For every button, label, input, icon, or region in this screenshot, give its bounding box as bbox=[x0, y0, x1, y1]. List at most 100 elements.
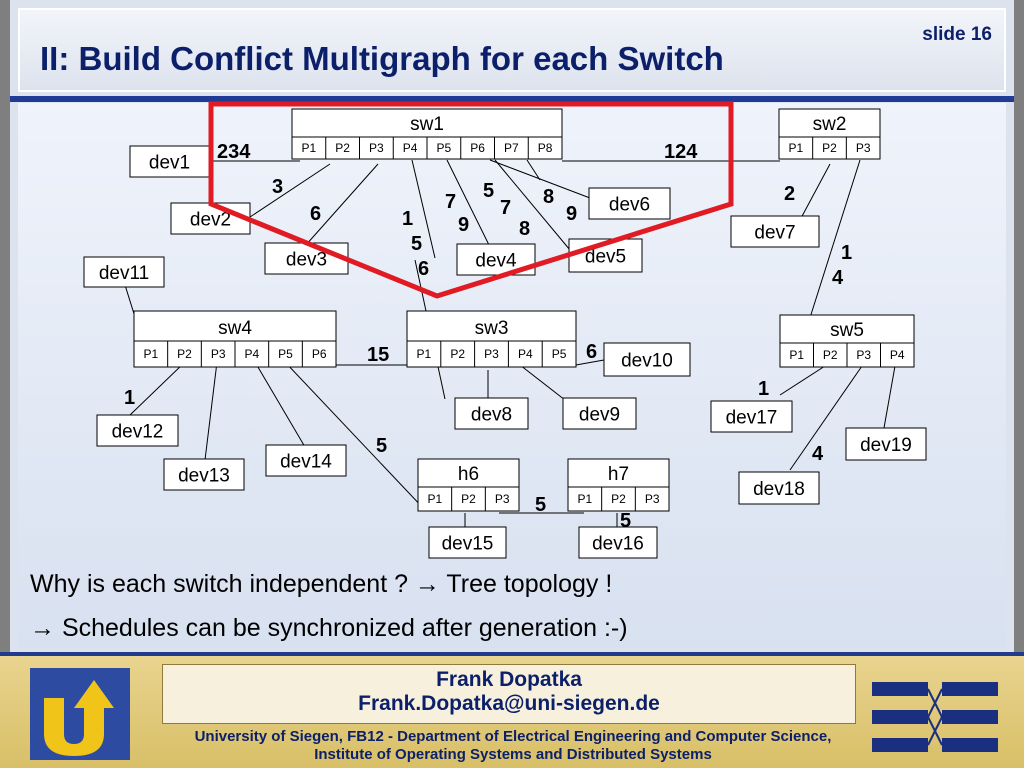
conflict-label: 15 bbox=[367, 344, 389, 366]
device-label-dev2: dev2 bbox=[190, 210, 231, 231]
port-sw5-P3: P3 bbox=[856, 348, 871, 362]
device-dev2: dev2 bbox=[170, 202, 251, 235]
university-logo bbox=[30, 668, 130, 760]
device-dev10: dev10 bbox=[603, 342, 691, 377]
device-dev16: dev16 bbox=[578, 526, 658, 559]
link-7 bbox=[526, 159, 541, 181]
device-label-dev17: dev17 bbox=[726, 408, 778, 429]
port-sw1-P8: P8 bbox=[538, 141, 553, 155]
link-15 bbox=[284, 361, 426, 511]
device-label-dev6: dev6 bbox=[609, 195, 650, 216]
port-h6-P3: P3 bbox=[495, 492, 510, 506]
institute-line-1: University of Siegen, FB12 - Department … bbox=[194, 728, 832, 745]
port-h6-P1: P1 bbox=[427, 492, 442, 506]
switch-label-sw3: sw3 bbox=[475, 318, 509, 339]
device-label-dev10: dev10 bbox=[621, 351, 673, 372]
switch-label-h7: h7 bbox=[608, 464, 629, 485]
device-label-dev3: dev3 bbox=[286, 250, 327, 271]
link-lines bbox=[124, 159, 896, 527]
link-20 bbox=[575, 359, 605, 366]
conflict-label: 5 bbox=[483, 180, 494, 202]
caption-tree-topology: Why is each switch independent ? → Tree … bbox=[30, 570, 613, 598]
device-label-dev1: dev1 bbox=[149, 153, 190, 174]
switch-label-sw5: sw5 bbox=[830, 320, 864, 341]
device-dev12: dev12 bbox=[96, 414, 179, 447]
author-name: Frank Dopatka bbox=[436, 668, 582, 691]
device-label-dev12: dev12 bbox=[112, 422, 164, 443]
device-dev9: dev9 bbox=[562, 397, 637, 430]
port-sw2-P3: P3 bbox=[856, 141, 871, 155]
footer-stripe bbox=[0, 652, 1024, 657]
conflict-label: 8 bbox=[543, 186, 554, 208]
port-sw3-P3: P3 bbox=[484, 347, 499, 361]
port-sw4-P6: P6 bbox=[312, 347, 327, 361]
port-sw1-P2: P2 bbox=[335, 141, 350, 155]
device-dev6: dev6 bbox=[588, 187, 671, 220]
conflict-label: 4 bbox=[832, 267, 844, 289]
link-6 bbox=[494, 159, 571, 251]
device-label-dev4: dev4 bbox=[475, 251, 517, 272]
conflict-label: 7 bbox=[500, 197, 511, 219]
port-sw1-P7: P7 bbox=[504, 141, 519, 155]
device-dev8: dev8 bbox=[454, 397, 529, 430]
conflict-label: 1 bbox=[402, 208, 413, 230]
port-h6-P2: P2 bbox=[461, 492, 476, 506]
device-dev18: dev18 bbox=[738, 471, 820, 505]
conflict-label: 6 bbox=[310, 203, 321, 225]
sw1-highlight-pentagon bbox=[208, 101, 734, 299]
institute-logo bbox=[872, 682, 998, 752]
link-21 bbox=[779, 365, 826, 396]
port-sw5-P2: P2 bbox=[823, 348, 838, 362]
device-label-dev7: dev7 bbox=[754, 223, 795, 244]
device-label-dev11: dev11 bbox=[99, 263, 149, 284]
conflict-label: 6 bbox=[418, 258, 429, 280]
conflict-label: 7 bbox=[445, 191, 456, 213]
author-email[interactable]: Frank.Dopatka@uni-siegen.de bbox=[358, 692, 660, 715]
port-sw2-P2: P2 bbox=[822, 141, 837, 155]
conflict-label: 5 bbox=[620, 510, 631, 532]
device-label-dev15: dev15 bbox=[442, 534, 494, 555]
link-3 bbox=[411, 159, 436, 259]
device-dev15: dev15 bbox=[428, 526, 507, 559]
port-sw1-P4: P4 bbox=[403, 141, 418, 155]
device-dev11: dev11 bbox=[83, 256, 165, 288]
port-sw1-P5: P5 bbox=[437, 141, 452, 155]
link-22 bbox=[789, 365, 863, 471]
slide-title: II: Build Conflict Multigraph for each S… bbox=[40, 40, 724, 77]
port-sw1-P3: P3 bbox=[369, 141, 384, 155]
conflict-label: 1 bbox=[758, 378, 769, 400]
device-label-dev14: dev14 bbox=[280, 452, 332, 473]
port-sw4-P3: P3 bbox=[211, 347, 226, 361]
conflict-label: 1 bbox=[841, 242, 852, 264]
conflict-label: 5 bbox=[535, 494, 546, 516]
device-label-dev8: dev8 bbox=[471, 405, 512, 426]
institute-line-2: Institute of Operating Systems and Distr… bbox=[314, 746, 712, 763]
port-h7-P2: P2 bbox=[611, 492, 626, 506]
author-box: Frank Dopatka Frank.Dopatka@uni-siegen.d… bbox=[162, 664, 856, 724]
port-sw5-P1: P1 bbox=[789, 348, 804, 362]
device-label-dev19: dev19 bbox=[860, 435, 912, 456]
device-label-dev13: dev13 bbox=[178, 466, 230, 487]
port-h7-P1: P1 bbox=[577, 492, 592, 506]
link-13 bbox=[204, 361, 218, 461]
link-12 bbox=[129, 361, 186, 416]
conflict-label: 2 bbox=[784, 183, 795, 205]
switch-label-sw1: sw1 bbox=[410, 114, 444, 135]
conflict-label: 234 bbox=[217, 141, 251, 163]
conflict-label: 5 bbox=[376, 435, 387, 457]
link-4 bbox=[446, 159, 491, 248]
switch-label-sw2: sw2 bbox=[813, 114, 847, 135]
switch-label-h6: h6 bbox=[458, 464, 479, 485]
conflict-label: 4 bbox=[812, 443, 824, 465]
device-label-dev9: dev9 bbox=[579, 405, 620, 426]
conflict-label: 9 bbox=[458, 214, 469, 236]
conflict-label: 124 bbox=[664, 141, 698, 163]
link-2 bbox=[304, 163, 379, 247]
device-label-dev18: dev18 bbox=[753, 479, 805, 500]
